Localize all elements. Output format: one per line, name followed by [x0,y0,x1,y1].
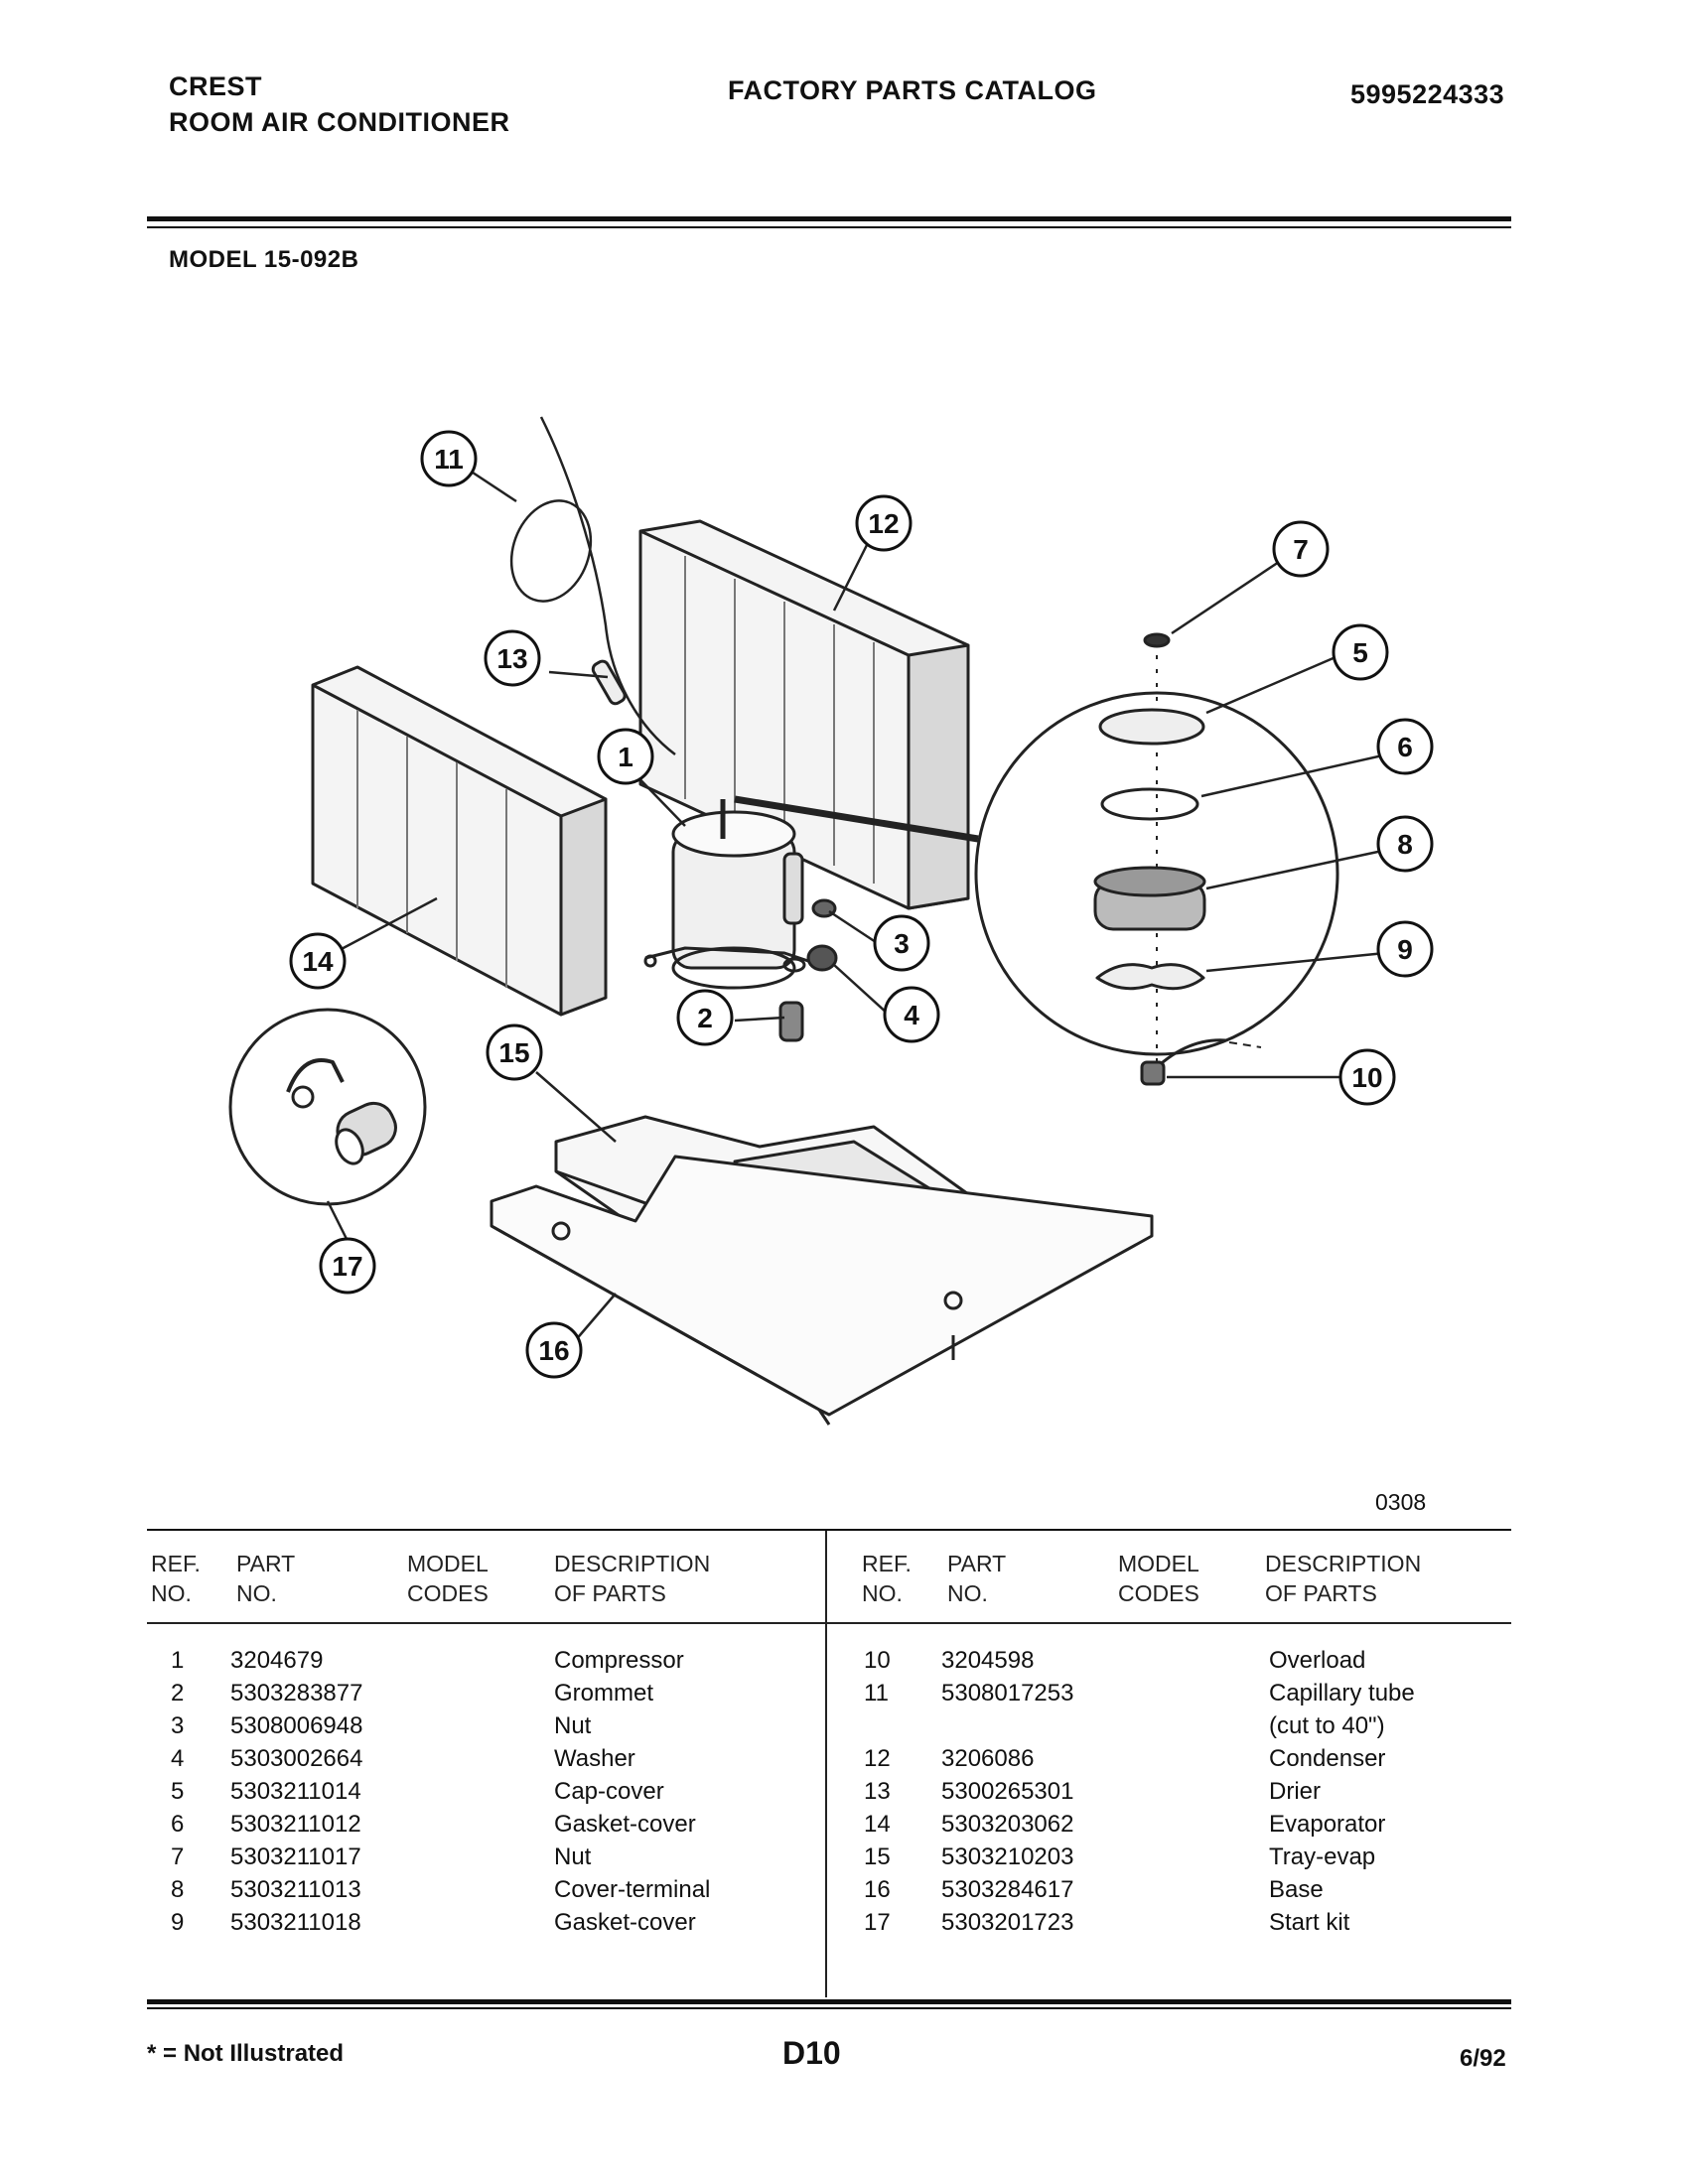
table-row: (cut to 40") [1269,1712,1385,1739]
table-top-rule [147,1529,1511,1531]
callout-6: 6 [1376,718,1434,775]
svg-text:14: 14 [302,946,334,977]
page-id: D10 [782,2035,841,2071]
evaporator-illustration [311,665,608,1017]
svg-text:17: 17 [332,1251,362,1282]
svg-text:10: 10 [1351,1062,1382,1093]
callout-15: 15 [486,1024,543,1081]
callout-5: 5 [1332,623,1389,681]
svg-text:9: 9 [1397,934,1413,965]
svg-text:16: 16 [538,1335,569,1366]
callout-8: 8 [1376,815,1434,873]
callout-17: 17 [319,1237,376,1295]
svg-text:8: 8 [1397,829,1413,860]
header-rule [147,1622,1511,1624]
catalog-title: FACTORY PARTS CATALOG [728,75,1097,105]
svg-text:5: 5 [1352,637,1368,668]
compressor-illustration [643,799,830,990]
svg-text:13: 13 [496,643,527,674]
header-rule-thin [147,226,1511,228]
base-illustration [490,1155,1154,1426]
brand-name: CREST [169,71,263,101]
callout-13: 13 [484,629,541,687]
model-number: MODEL 15-092B [169,246,359,273]
grommet-illustration [778,1001,804,1042]
callout-12: 12 [855,494,913,552]
header-ref-no-right: REF.NO. [862,1551,912,1606]
product-name: ROOM AIR CONDITIONER [169,107,510,137]
svg-text:15: 15 [498,1037,529,1068]
table-column-divider [825,1531,827,1997]
callout-group: 11 12 7 5 13 6 1 8 3 9 14 2 4 15 10 17 1… [289,430,1434,1379]
svg-text:3: 3 [894,928,910,959]
catalog-date: 6/92 [1460,2045,1506,2072]
callout-4: 4 [883,986,940,1043]
callout-2: 2 [676,989,734,1046]
svg-text:7: 7 [1293,534,1309,565]
header-rule-thick [147,216,1511,221]
exploded-parts-diagram: 11 12 7 5 13 6 1 8 3 9 14 2 4 15 10 17 1… [228,416,1434,1426]
svg-text:2: 2 [697,1003,713,1033]
svg-text:1: 1 [618,742,633,772]
catalog-number: 5995224333 [1350,79,1505,109]
callout-9: 9 [1376,920,1434,978]
callout-11: 11 [420,430,478,487]
footer-rule-thick [147,1999,1511,2004]
callout-14: 14 [289,932,347,990]
callout-16: 16 [525,1321,583,1379]
callout-7: 7 [1272,520,1330,578]
not-illustrated-note: * = Not Illustrated [147,2040,345,2067]
svg-text:12: 12 [868,508,899,539]
svg-text:11: 11 [434,444,464,475]
callout-3: 3 [873,914,930,972]
callout-1: 1 [597,728,654,785]
svg-text:4: 4 [904,1000,919,1030]
header-ref-no: REF.NO. [151,1551,201,1606]
callout-10: 10 [1338,1048,1396,1106]
svg-text:6: 6 [1397,732,1413,762]
footer-rule-thin [147,2007,1511,2009]
diagram-code: 0308 [1375,1489,1427,1515]
